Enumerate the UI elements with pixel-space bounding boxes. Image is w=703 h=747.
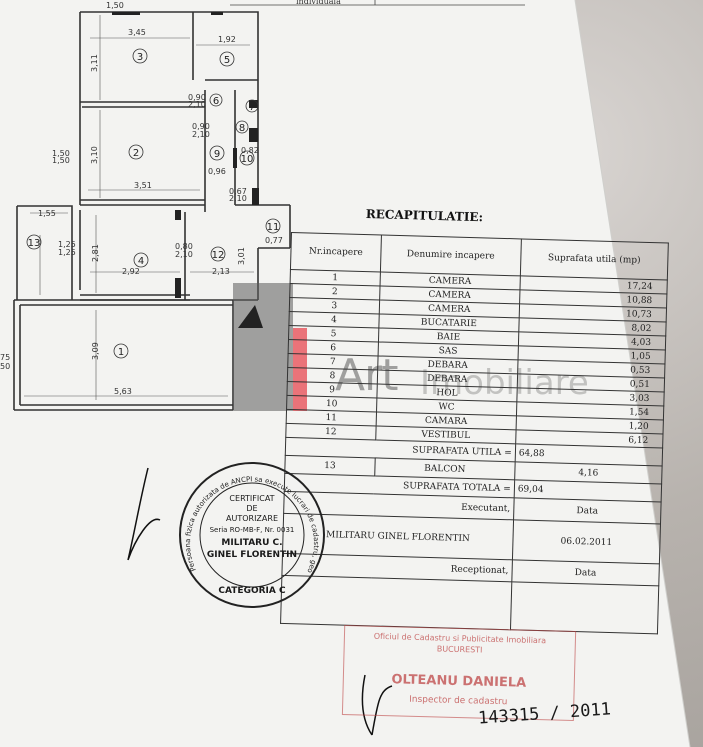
watermark-text-secondary: Imobiliare [420,363,589,403]
certification-stamp: Persoana fizica autorizata de ANCPI sa e… [176,460,328,610]
room-number: 8 [239,123,245,134]
room-number: 5 [224,55,230,66]
room-number: 9 [214,149,220,160]
stamp-line: CERTIFICAT [229,494,275,503]
room-number: 10 [241,154,254,165]
stamp-line: Seria RO-MB-F, Nr. 0031 [209,526,295,534]
dim-label: 50 [0,362,10,371]
dim-label: 2,81 [91,244,100,262]
dim-label: 1,55 [38,209,56,218]
stamp-line: CATEGORIA C [218,586,286,596]
dim-label: 3,51 [134,181,152,190]
room-number: 7 [249,102,255,113]
dim-label: 0,90 [192,122,210,131]
room-number: 1 [118,347,124,358]
stamp-ring: Persoana fizica autorizata de ANCPI sa e… [176,460,325,608]
room-number: 2 [133,148,139,159]
receptionat-row [280,575,659,634]
dim-label: 0,80 [175,242,193,251]
header-name: Denumire incapere [380,235,522,276]
header-nr: Nr.incapere [290,232,382,273]
dim-label: 1,50 [52,156,70,165]
dim-label: 0,82 [241,146,259,155]
watermark-text: Art [335,350,398,401]
dim-label: 3,11 [90,54,99,72]
dim-label: 1,50 [52,149,70,158]
recap-table: Nr.incapere Denumire incapere Suprafata … [280,232,669,634]
stamp-line: AUTORIZARE [226,514,278,523]
room-number: 11 [267,222,280,233]
dim-label: 75 [0,353,10,362]
dim-label: 5,63 [114,387,132,396]
dim-label: 1,25 [58,240,76,249]
dim-label: 0,77 [265,236,283,245]
dim-label: 1,25 [58,248,76,257]
executant-date: 06.02.2011 [512,519,661,564]
dim-label: 1,92 [218,35,236,44]
room-number: 12 [212,250,225,261]
stamp-line: MILITARU C. [221,538,283,548]
floor-plan [13,11,291,411]
dim-label: 2,10 [188,100,206,109]
dim-label: 3,10 [90,146,99,164]
dim-label: 2,10 [192,130,210,139]
dim-label: 2,10 [175,250,193,259]
watermark-logo [233,283,307,411]
header-area: Suprafata utila (mp) [520,238,669,281]
room-number: 4 [138,256,144,267]
dim-label: 2,92 [122,267,140,276]
room-number: 13 [28,238,41,249]
room-number: 3 [137,52,143,63]
dim-label: 1,50 [106,1,124,10]
dim-label: 0,96 [208,167,226,176]
stamp-line: GINEL FLORENTIN [206,550,298,560]
header-fragment: individuala [296,0,341,6]
dim-label: 3,45 [128,28,146,37]
dim-label: 0,90 [188,93,206,102]
room-number: 6 [213,96,219,107]
receptionat-date-cell [510,581,659,634]
dim-label: 2,13 [212,267,230,276]
dim-label: 2,10 [229,194,247,203]
dim-label: 3,09 [91,342,100,360]
stamp-line: DE [246,504,258,513]
dim-label: 3,01 [237,247,246,265]
dim-label: 0,67 [229,187,247,196]
